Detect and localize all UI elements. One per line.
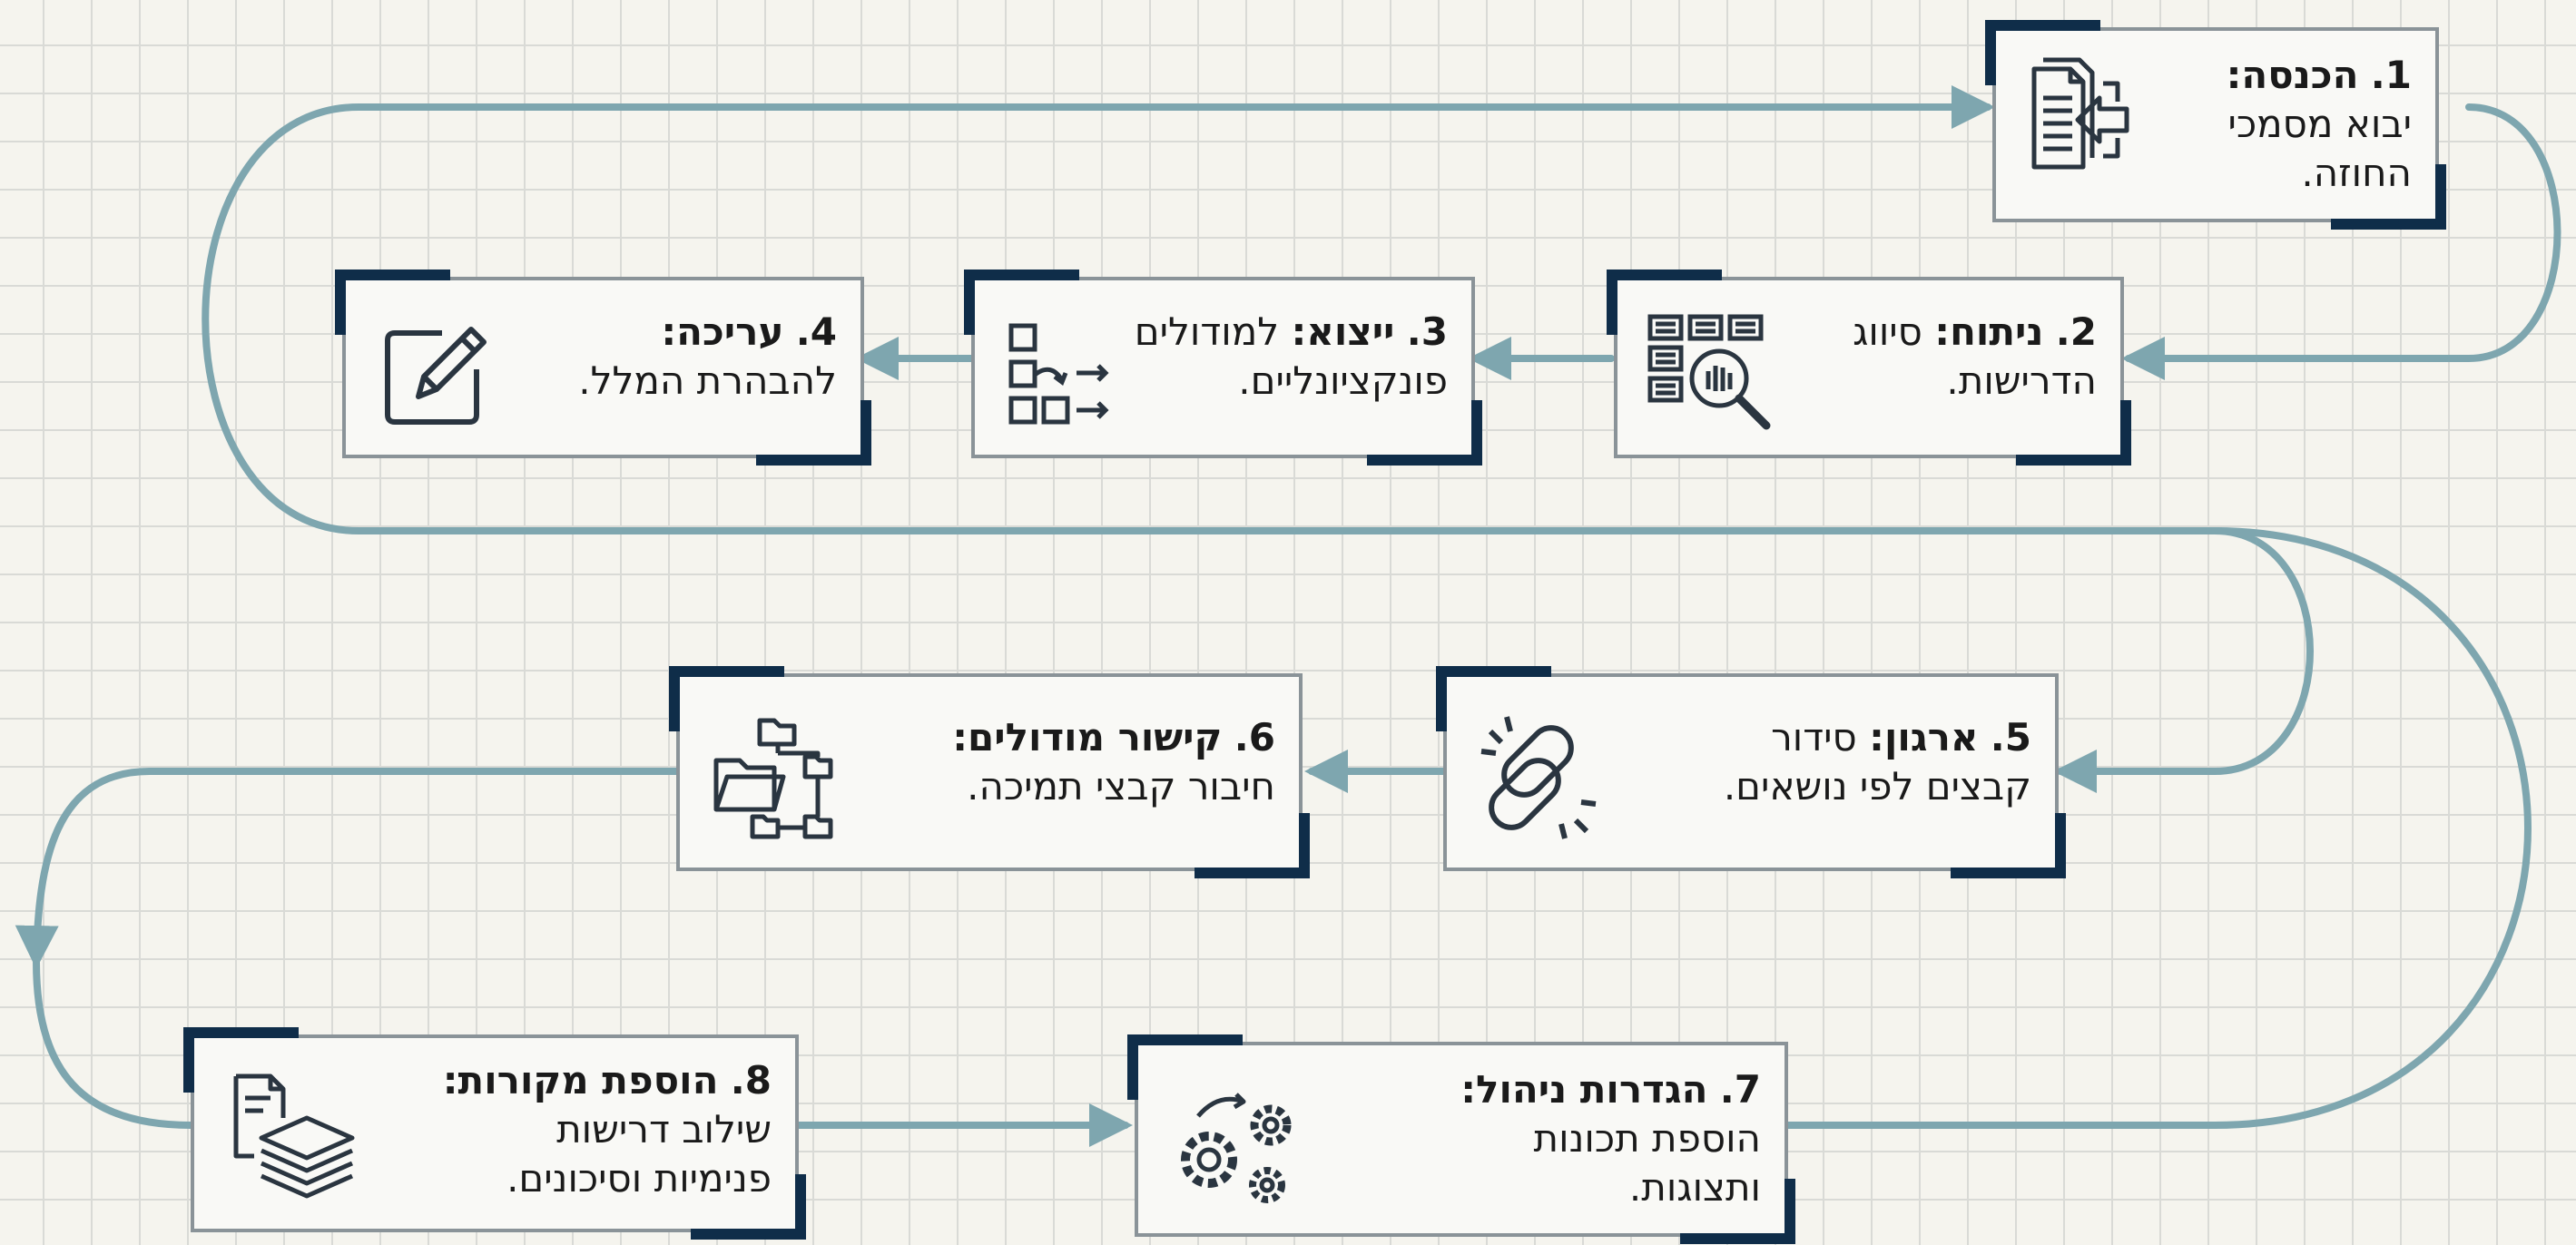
step-number: 3. — [1406, 309, 1448, 354]
step-4-heading: 4. עריכה: — [578, 308, 837, 357]
step-desc-line: שילוב דרישות — [556, 1107, 772, 1152]
step-desc-line: פנימיות וסיכונים. — [506, 1156, 772, 1201]
step-desc-line: חיבור קבצי תמיכה. — [967, 764, 1275, 809]
connector-loop-to-step-7 — [1785, 527, 2532, 1129]
step-title: הכנסה: — [2226, 53, 2359, 97]
corner-bracket — [964, 270, 1079, 335]
corner-bracket — [669, 666, 784, 731]
step-7-heading: 7. הגדרות ניהול: — [1460, 1065, 1761, 1114]
step-1-box: 1. הכנסה: יבוא מסמכי החוזה. — [1985, 20, 2446, 230]
step-4-text: 4. עריכה: להבהרת המלל. — [578, 308, 837, 406]
step-6-heading: 6. קישור מודולים: — [952, 713, 1275, 762]
step-2-box: 2. ניתוח: סיווג הדרישות. — [1607, 270, 2131, 466]
corner-bracket — [1127, 1034, 1243, 1100]
step-2-line-1: 2. ניתוח: סיווג — [1853, 308, 2097, 357]
corner-bracket — [1436, 666, 1551, 731]
corner-bracket — [2331, 164, 2446, 230]
step-desc-line: החוזה. — [2301, 151, 2412, 195]
connector-left-to-step-8 — [33, 958, 194, 1129]
corner-bracket — [2016, 400, 2131, 466]
document-import-icon — [2020, 51, 2133, 187]
step-desc-line: הדרישות. — [1946, 358, 2097, 403]
corner-bracket — [335, 270, 450, 335]
corner-bracket — [183, 1027, 299, 1093]
step-title: ארגון: — [1869, 715, 1979, 760]
folder-tree-icon — [703, 704, 849, 849]
corner-bracket — [1985, 20, 2100, 85]
step-3-line-1: 3. ייצוא: למודולים — [1135, 308, 1448, 357]
step-4-box: 4. עריכה: להבהרת המלל. — [335, 270, 871, 466]
corner-bracket — [1951, 813, 2066, 878]
document-search-icon — [1641, 308, 1777, 435]
corner-bracket — [1367, 400, 1482, 466]
step-desc-line: הוספת תכונות — [1533, 1116, 1761, 1161]
step-3-box: 3. ייצוא: למודולים פונקציונליים. — [964, 270, 1482, 466]
step-number: 7. — [1719, 1067, 1761, 1112]
step-number: 8. — [730, 1058, 772, 1103]
connector-step-6-to-left — [15, 768, 680, 969]
step-1-heading: 1. הכנסה: — [2227, 51, 2412, 100]
step-3-text: 3. ייצוא: למודולים פונקציונליים. — [1135, 308, 1448, 406]
step-7-text: 7. הגדרות ניהול: הוספת תכונות ותצוגות. — [1460, 1065, 1761, 1212]
step-title: הגדרות ניהול: — [1460, 1067, 1708, 1112]
step-desc-line: סיווג — [1853, 309, 1922, 354]
module-export-icon — [998, 317, 1116, 435]
step-1-text: 1. הכנסה: יבוא מסמכי החוזה. — [2227, 51, 2412, 198]
step-number: 2. — [2055, 309, 2097, 354]
step-6-box: 6. קישור מודולים: חיבור קבצי תמיכה. — [669, 666, 1310, 878]
corner-bracket — [756, 400, 871, 466]
gears-icon — [1162, 1073, 1307, 1218]
layers-icon — [218, 1062, 363, 1207]
step-title: ייצוא: — [1291, 309, 1395, 354]
step-6-text: 6. קישור מודולים: חיבור קבצי תמיכה. — [952, 713, 1275, 811]
corner-bracket — [1607, 270, 1722, 335]
corner-bracket — [1195, 813, 1310, 878]
step-desc-line: למודולים — [1134, 309, 1280, 354]
corner-bracket — [1680, 1179, 1795, 1244]
step-number: 5. — [1990, 715, 2031, 760]
step-title: הוספת מקורות: — [442, 1058, 719, 1103]
connector-loop-to-step-1 — [202, 85, 1995, 534]
step-title: עריכה: — [661, 309, 784, 354]
step-5-box: 5. ארגון: סידור קבצים לפי נושאים. — [1436, 666, 2066, 878]
step-desc-line: סידור — [1771, 715, 1857, 760]
connector-step-1-to-2 — [2121, 103, 2561, 380]
edit-pencil-icon — [369, 309, 497, 436]
step-desc-line: קבצים לפי נושאים. — [1723, 764, 2031, 809]
step-desc-line: להבהרת המלל. — [578, 358, 837, 403]
step-title: קישור מודולים: — [952, 715, 1223, 760]
corner-bracket — [691, 1174, 806, 1240]
connector-loop-to-step-5 — [1748, 527, 2314, 793]
link-icon — [1470, 708, 1607, 844]
step-number: 1. — [2370, 53, 2412, 97]
step-5-line-1: 5. ארגון: סידור — [1724, 713, 2031, 762]
step-desc-line: יבוא מסמכי — [2227, 102, 2412, 146]
step-5-text: 5. ארגון: סידור קבצים לפי נושאים. — [1724, 713, 2031, 811]
step-number: 4. — [795, 309, 837, 354]
step-8-text: 8. הוספת מקורות: שילוב דרישות פנימיות וס… — [443, 1056, 772, 1203]
step-desc-line: ותצוגות. — [1628, 1165, 1761, 1210]
step-number: 6. — [1234, 715, 1275, 760]
step-8-box: 8. הוספת מקורות: שילוב דרישות פנימיות וס… — [183, 1027, 806, 1240]
step-8-heading: 8. הוספת מקורות: — [443, 1056, 772, 1105]
step-desc-line: פונקציונליים. — [1238, 358, 1448, 403]
step-title: ניתוח: — [1934, 309, 2044, 354]
step-7-box: 7. הגדרות ניהול: הוספת תכונות ותצוגות. — [1127, 1034, 1795, 1244]
step-2-text: 2. ניתוח: סיווג הדרישות. — [1853, 308, 2097, 406]
